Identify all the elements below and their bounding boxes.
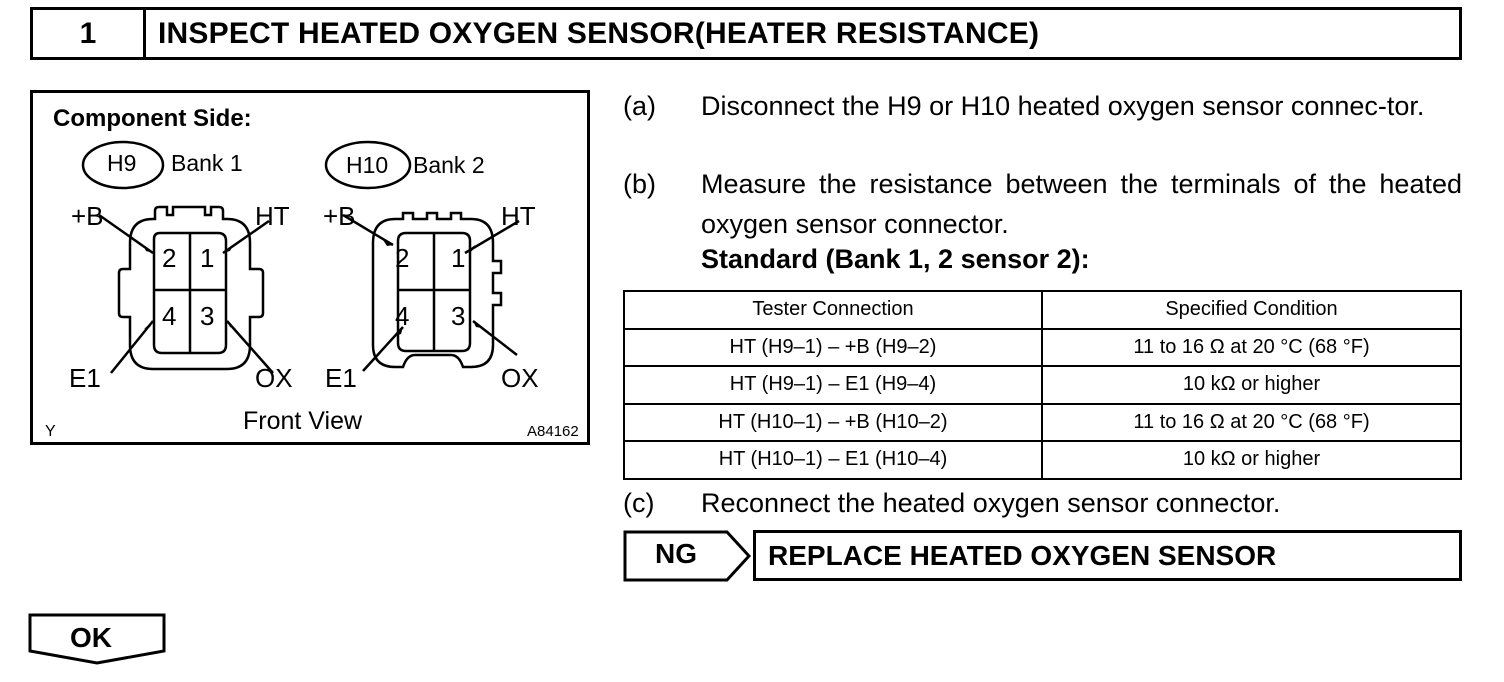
standard-label: Standard (Bank 1, 2 sensor 2): [701, 244, 1090, 274]
table-cell: 11 to 16 Ω at 20 °C (68 °F) [1041, 327, 1462, 367]
h10-connector-id: H10 [346, 152, 389, 178]
h10-pin-2: 2 [395, 243, 410, 273]
h9-connector-id: H9 [107, 150, 137, 176]
table-header-specified-condition: Specified Condition [1041, 290, 1462, 330]
ok-arrow-shape [28, 613, 166, 665]
h9-e1-label: E1 [69, 363, 101, 393]
bank2-label: Bank 2 [413, 152, 485, 178]
table-header-tester-connection: Tester Connection [623, 290, 1043, 330]
h10-ox-label: OX [501, 363, 539, 393]
table-row: HT (H10–1) – E1 (H10–4) 10 kΩ or higher [623, 440, 1462, 480]
h9-oval [81, 140, 165, 190]
instruction-a-letter: (a) [623, 91, 656, 121]
step-title: INSPECT HEATED OXYGEN SENSOR(HEATER RESI… [158, 16, 1040, 50]
h10-pin-4: 4 [395, 301, 410, 331]
ng-action-text: REPLACE HEATED OXYGEN SENSOR [768, 539, 1277, 571]
ng-label: NG [655, 538, 697, 569]
instruction-a: (a) Disconnect the H9 or H10 heated oxyg… [623, 86, 1462, 126]
h9-pin-1: 1 [200, 243, 215, 273]
table-cell: HT (H10–1) – E1 (H10–4) [623, 440, 1043, 480]
h10-pin-1: 1 [451, 243, 466, 273]
table-cell: 10 kΩ or higher [1041, 440, 1462, 480]
table-cell: 10 kΩ or higher [1041, 365, 1462, 405]
step-number: 1 [33, 10, 146, 57]
instruction-c-letter: (c) [623, 488, 655, 518]
bank1-label: Bank 1 [171, 150, 243, 176]
h9-pin-4: 4 [162, 301, 177, 331]
ng-action-box: REPLACE HEATED OXYGEN SENSOR [753, 530, 1462, 581]
h10-housing [371, 211, 503, 369]
h10-plus-b-label: +B [323, 201, 356, 231]
table-cell: 11 to 16 Ω at 20 °C (68 °F) [1041, 402, 1462, 442]
connector-drawing [81, 140, 520, 374]
instruction-b-letter: (b) [623, 169, 656, 199]
front-view-label: Front View [243, 407, 363, 435]
h10-e1-label: E1 [325, 363, 357, 393]
table-row: HT (H9–1) – +B (H9–2) 11 to 16 Ω at 20 °… [623, 327, 1462, 367]
instruction-c: (c) Reconnect the heated oxygen sensor c… [623, 483, 1462, 523]
figure-code: A84162 [527, 423, 579, 440]
connector-illustration: Component Side: H9 Bank 1 H10 Bank 2 +B … [30, 90, 590, 445]
instruction-b-text: Measure the resistance between the termi… [701, 169, 1462, 239]
table-cell: HT (H9–1) – E1 (H9–4) [623, 365, 1043, 405]
table-row: HT (H9–1) – E1 (H9–4) 10 kΩ or higher [623, 365, 1462, 405]
table-row: HT (H10–1) – +B (H10–2) 11 to 16 Ω at 20… [623, 402, 1462, 442]
table-cell: HT (H10–1) – +B (H10–2) [623, 402, 1043, 442]
h9-ht-label: HT [255, 201, 290, 231]
h9-housing [117, 205, 265, 371]
component-side-label: Component Side: [53, 105, 252, 132]
h9-ox-label: OX [255, 363, 293, 393]
h10-pin-3: 3 [451, 301, 466, 331]
h9-pin-2: 2 [162, 243, 177, 273]
instruction-a-text: Disconnect the H9 or H10 heated oxygen s… [701, 91, 1425, 121]
instruction-b: (b) Measure the resistance between the t… [623, 164, 1462, 244]
table-cell: HT (H9–1) – +B (H9–2) [623, 327, 1043, 367]
h10-ht-label: HT [501, 201, 536, 231]
table-header-row: Tester Connection Specified Condition [623, 290, 1462, 330]
h9-plus-b-label: +B [71, 201, 104, 231]
step-header: 1 INSPECT HEATED OXYGEN SENSOR(HEATER RE… [30, 7, 1462, 60]
ng-arrow-shape [623, 530, 752, 582]
h9-pin-3: 3 [200, 301, 215, 331]
ok-label: OK [70, 622, 112, 653]
h10-oval [324, 140, 412, 190]
h9-inner [152, 231, 228, 355]
spec-table: Tester Connection Specified Condition HT… [623, 290, 1462, 480]
corner-code: Y [45, 423, 56, 440]
h10-inner [396, 231, 472, 353]
instruction-c-text: Reconnect the heated oxygen sensor conne… [701, 488, 1281, 518]
